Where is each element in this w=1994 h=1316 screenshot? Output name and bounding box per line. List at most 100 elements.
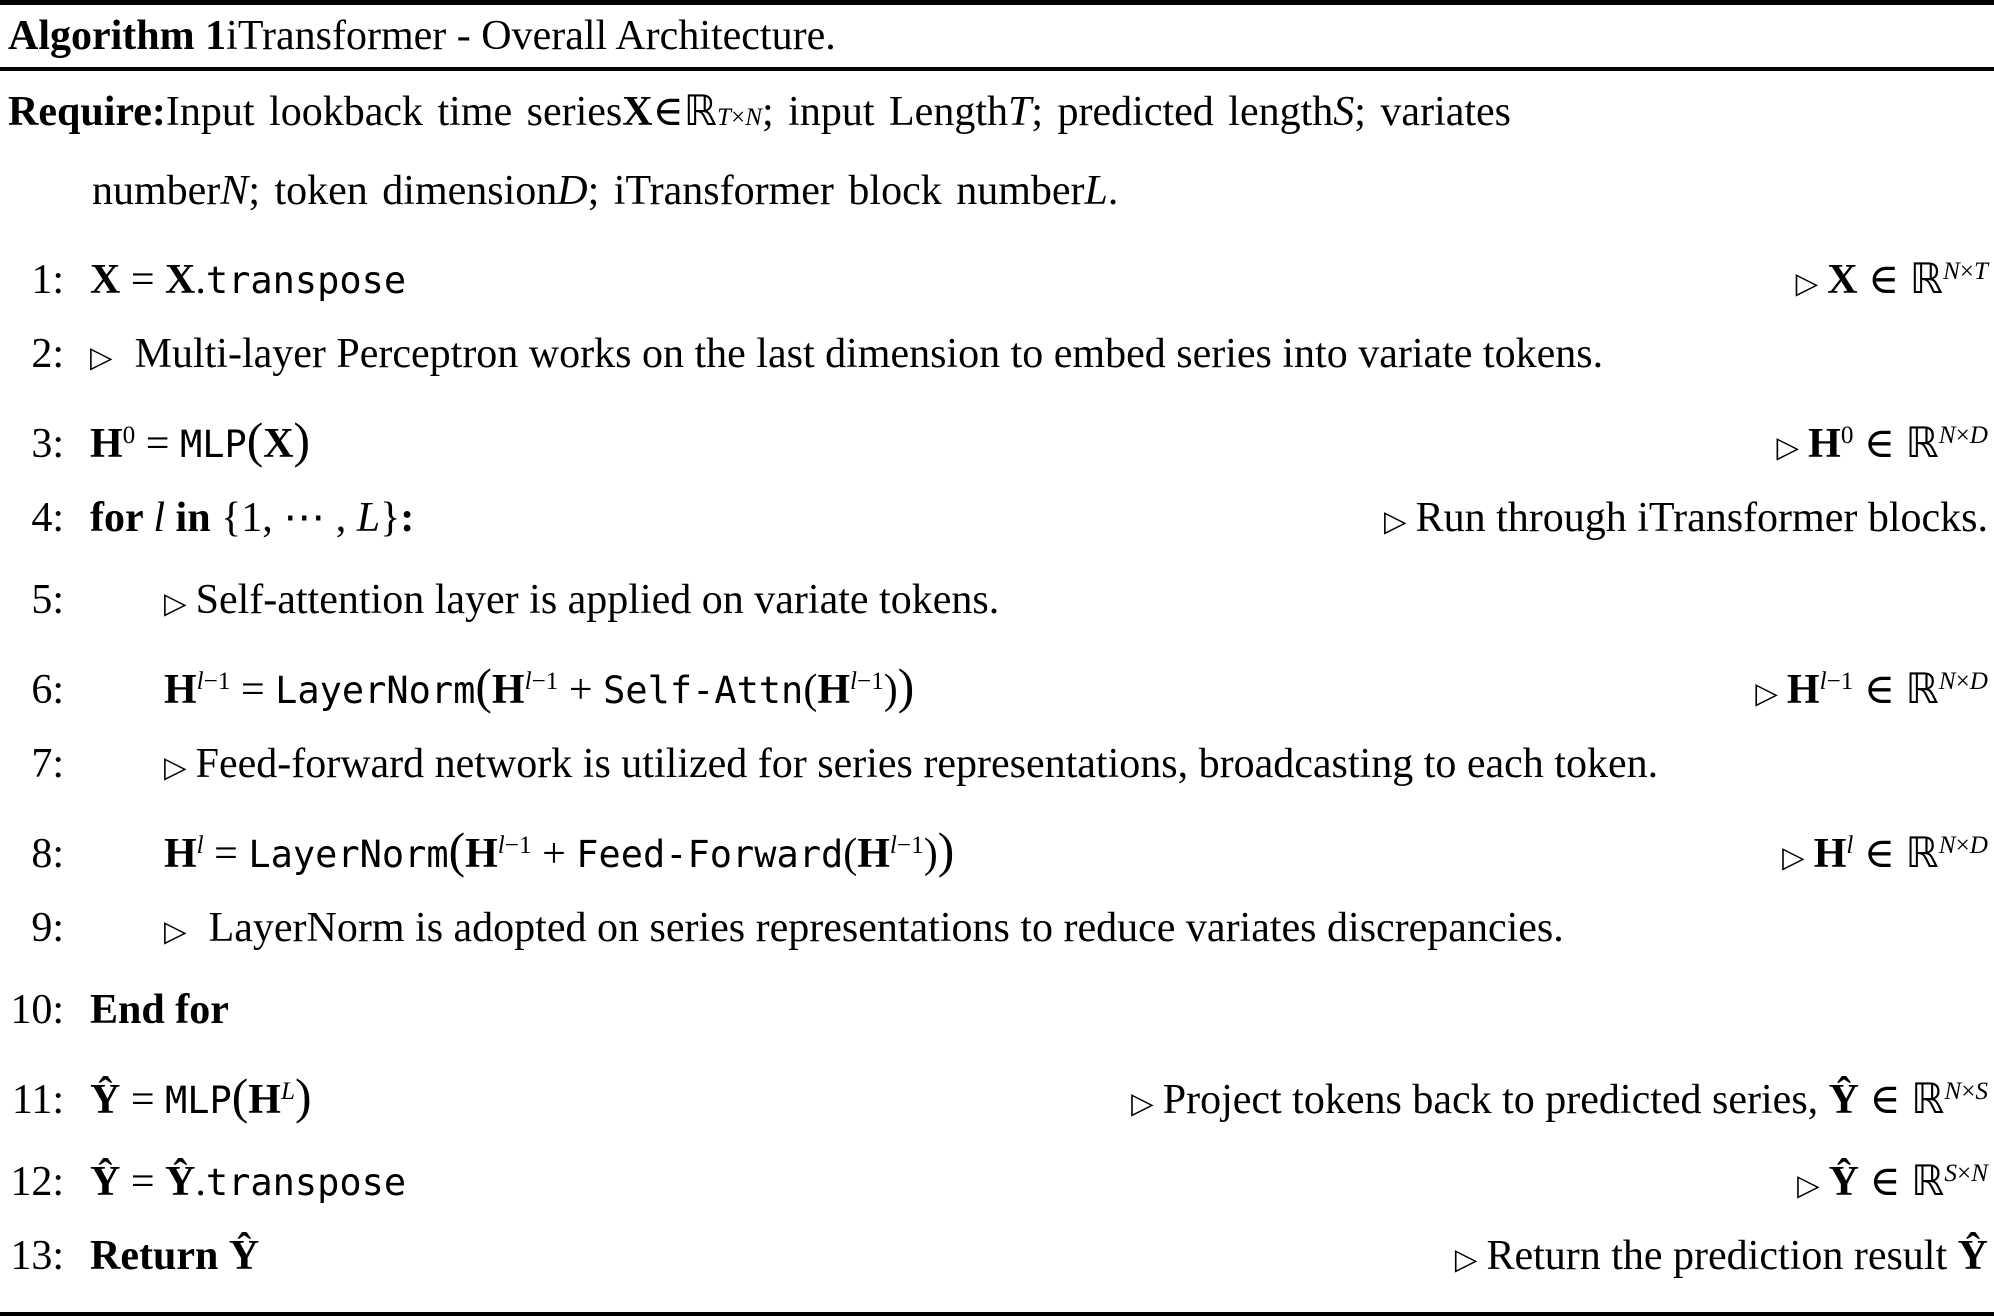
line-body: Ŷ = MLP(HL) [90, 1051, 311, 1142]
text-segment: Ŷ [228, 1233, 260, 1279]
text-segment: Ŷ [1957, 1233, 1988, 1279]
line-body: H0 = MLP(X) [90, 395, 310, 486]
text-segment: ∈ [1853, 666, 1906, 713]
text-segment: = [230, 666, 276, 713]
text-segment: × [1955, 832, 1970, 859]
line-body: ▷Multi-layer Perceptron works on the las… [90, 313, 1603, 399]
text-segment: Ŷ [90, 1158, 121, 1205]
comment-triangle-icon: ▷ [164, 916, 187, 948]
line-body: for l in {1, ⋯ , L}: [90, 477, 414, 559]
text-segment: × [1956, 1160, 1972, 1187]
line-number: 13: [10, 1233, 64, 1279]
text-segment: −1 [856, 668, 884, 695]
text-segment: H [164, 830, 197, 877]
text-segment: T [1008, 89, 1032, 135]
text-segment: D [1969, 422, 1988, 449]
algorithm-line: 12:Ŷ = Ŷ.transpose▷Ŷ ∈ ℝS×N [0, 1133, 1994, 1215]
header-rule [0, 67, 1994, 71]
algorithm-header: Algorithm 1 iTransformer - Overall Archi… [0, 5, 1994, 67]
comment-triangle-icon: ▷ [1755, 677, 1778, 710]
text-segment: H [465, 830, 498, 877]
algorithm-line: 11:Ŷ = MLP(HL)▷Project tokens back to pr… [0, 1051, 1994, 1133]
text-segment: Multi-layer Perceptron works on the last… [134, 331, 1604, 377]
text-segment: ; token dimension [248, 168, 558, 214]
text-segment: ) [883, 666, 898, 713]
algorithm-line: 9:▷LayerNorm is adopted on series repres… [0, 887, 1994, 969]
text-segment: Ŷ [1828, 1158, 1860, 1205]
text-segment: = [120, 1158, 166, 1205]
text-segment: in [165, 495, 222, 541]
line-number: 5: [31, 577, 64, 623]
line-comment: ▷Project tokens back to predicted series… [1131, 1051, 1988, 1145]
text-segment: × [1955, 668, 1970, 695]
line-number: 7: [31, 741, 64, 787]
text-segment: l [849, 668, 857, 695]
text-segment: X [263, 420, 294, 467]
line-body: ▷Self-attention layer is applied on vari… [164, 559, 999, 645]
comment-triangle-icon: ▷ [1782, 841, 1805, 874]
text-segment: Self-attention layer is applied on varia… [195, 577, 1000, 623]
algorithm-line: 8:Hl = LayerNorm(Hl−1 + Feed-Forward(Hl−… [0, 805, 1994, 887]
text-segment: H [248, 1076, 281, 1123]
text-segment: T [716, 104, 731, 131]
text-segment: LayerNorm [275, 668, 476, 712]
text-segment: ℝ [1911, 1155, 1945, 1205]
algorithm-line: 6:Hl−1 = LayerNorm(Hl−1 + Self-Attn(Hl−1… [0, 641, 1994, 723]
text-segment: ∈ [1853, 830, 1906, 877]
text-segment: Ŷ [1828, 1076, 1860, 1123]
text-segment: L [1084, 168, 1108, 214]
line-body: Ŷ = Ŷ.transpose [90, 1141, 406, 1224]
text-segment: Require: [8, 89, 166, 135]
text-segment: Return the prediction result [1486, 1233, 1958, 1279]
line-comment: ▷H0 ∈ ℝN×D [1777, 395, 1988, 489]
text-segment: l [889, 832, 897, 859]
line-number: 9: [31, 905, 64, 951]
text-segment: D [557, 168, 588, 214]
text-segment: X [1827, 256, 1858, 303]
text-segment: ℝ [1905, 663, 1939, 713]
text-segment: = [120, 256, 166, 303]
text-segment: ( [475, 658, 492, 714]
text-segment: ℝ [1905, 827, 1939, 877]
line-number: 11: [11, 1076, 64, 1123]
comment-triangle-icon: ▷ [1131, 1087, 1154, 1120]
text-segment: ; predicted length [1031, 89, 1334, 135]
text-segment: transpose [205, 258, 407, 302]
text-segment: S [1333, 89, 1355, 135]
text-segment: LayerNorm [248, 832, 449, 876]
text-segment: ∈ [1859, 1076, 1912, 1123]
text-segment: H [491, 666, 525, 713]
line-number: 6: [31, 666, 64, 713]
algorithm-line: 2:▷Multi-layer Perceptron works on the l… [0, 313, 1994, 395]
line-comment: ▷Run through iTransformer blocks. [1384, 477, 1988, 563]
text-segment: N [1971, 1160, 1988, 1187]
text-segment: Self-Attn [603, 668, 804, 712]
text-segment: × [730, 104, 746, 131]
text-segment: N [1944, 1078, 1962, 1105]
text-segment: : [400, 495, 415, 541]
text-segment: Feed-forward network is utilized for ser… [195, 741, 1659, 787]
text-segment: X [165, 256, 196, 303]
text-segment: ) [923, 830, 938, 877]
text-segment: } [380, 495, 401, 541]
text-segment: ( [246, 412, 264, 468]
text-segment: = [120, 1076, 166, 1123]
text-segment: Return [90, 1233, 229, 1279]
text-segment: ( [231, 1068, 249, 1124]
text-segment: MLP [179, 422, 247, 466]
text-segment: Project tokens back to predicted series, [1162, 1076, 1829, 1123]
text-segment: × [1955, 422, 1970, 449]
line-body: ▷LayerNorm is adopted on series represen… [164, 887, 1564, 973]
text-segment: T [1973, 258, 1988, 285]
text-segment: −1 [896, 832, 924, 859]
text-segment: H [164, 666, 197, 713]
line-body: X = X.transpose [90, 239, 406, 322]
line-number: 10: [10, 987, 64, 1033]
text-segment: ) [294, 1068, 312, 1124]
comment-triangle-icon: ▷ [1454, 1244, 1478, 1276]
line-comment: ▷Return the prediction result Ŷ [1455, 1215, 1988, 1301]
text-segment: ( [803, 666, 818, 713]
text-segment: N [1938, 832, 1956, 859]
